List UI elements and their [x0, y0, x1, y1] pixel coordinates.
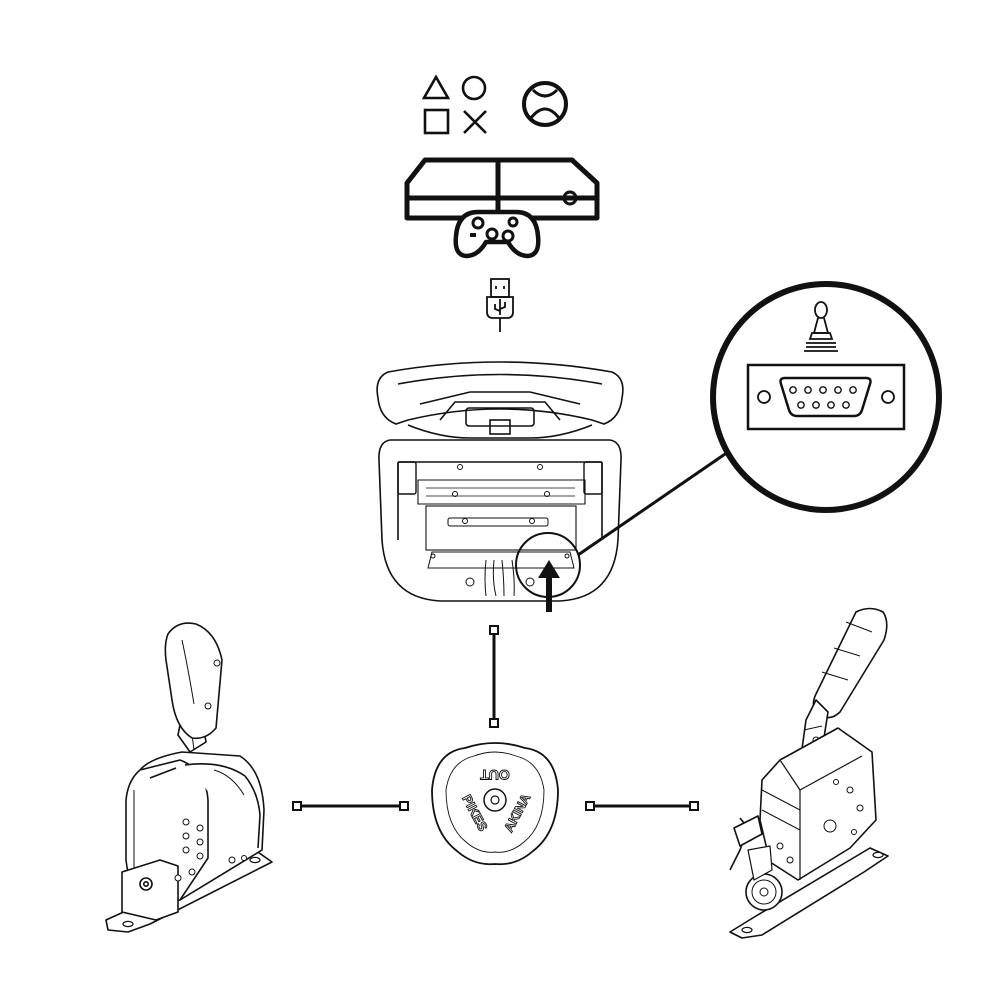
- playstation-shapes-icon: [421, 74, 487, 135]
- shifter-joystick-icon: [804, 301, 838, 352]
- splitter-hub: OUT PIKES AKINA: [431, 742, 559, 866]
- handbrake: [729, 607, 889, 939]
- cable-splitter-to-handbrake: [585, 801, 699, 811]
- port-zoom-callout: [710, 281, 942, 513]
- splitter-label-out: OUT: [480, 767, 510, 783]
- cable-shifter-to-splitter: [292, 801, 409, 811]
- usb-plug-icon: [486, 278, 514, 332]
- splitter-label-pikes: PIKES: [459, 792, 491, 834]
- gamepad-icon: [453, 209, 541, 259]
- callout-leader-line: [577, 450, 729, 557]
- cable-base-to-splitter: [489, 625, 499, 728]
- steering-wheel-base: [376, 361, 624, 602]
- sequential-shifter: [105, 622, 273, 933]
- connect-arrow-icon: [538, 560, 560, 612]
- db9-serial-port-icon: [746, 363, 906, 431]
- xbox-console-icon: [404, 157, 600, 221]
- xbox-logo-icon: [522, 81, 568, 127]
